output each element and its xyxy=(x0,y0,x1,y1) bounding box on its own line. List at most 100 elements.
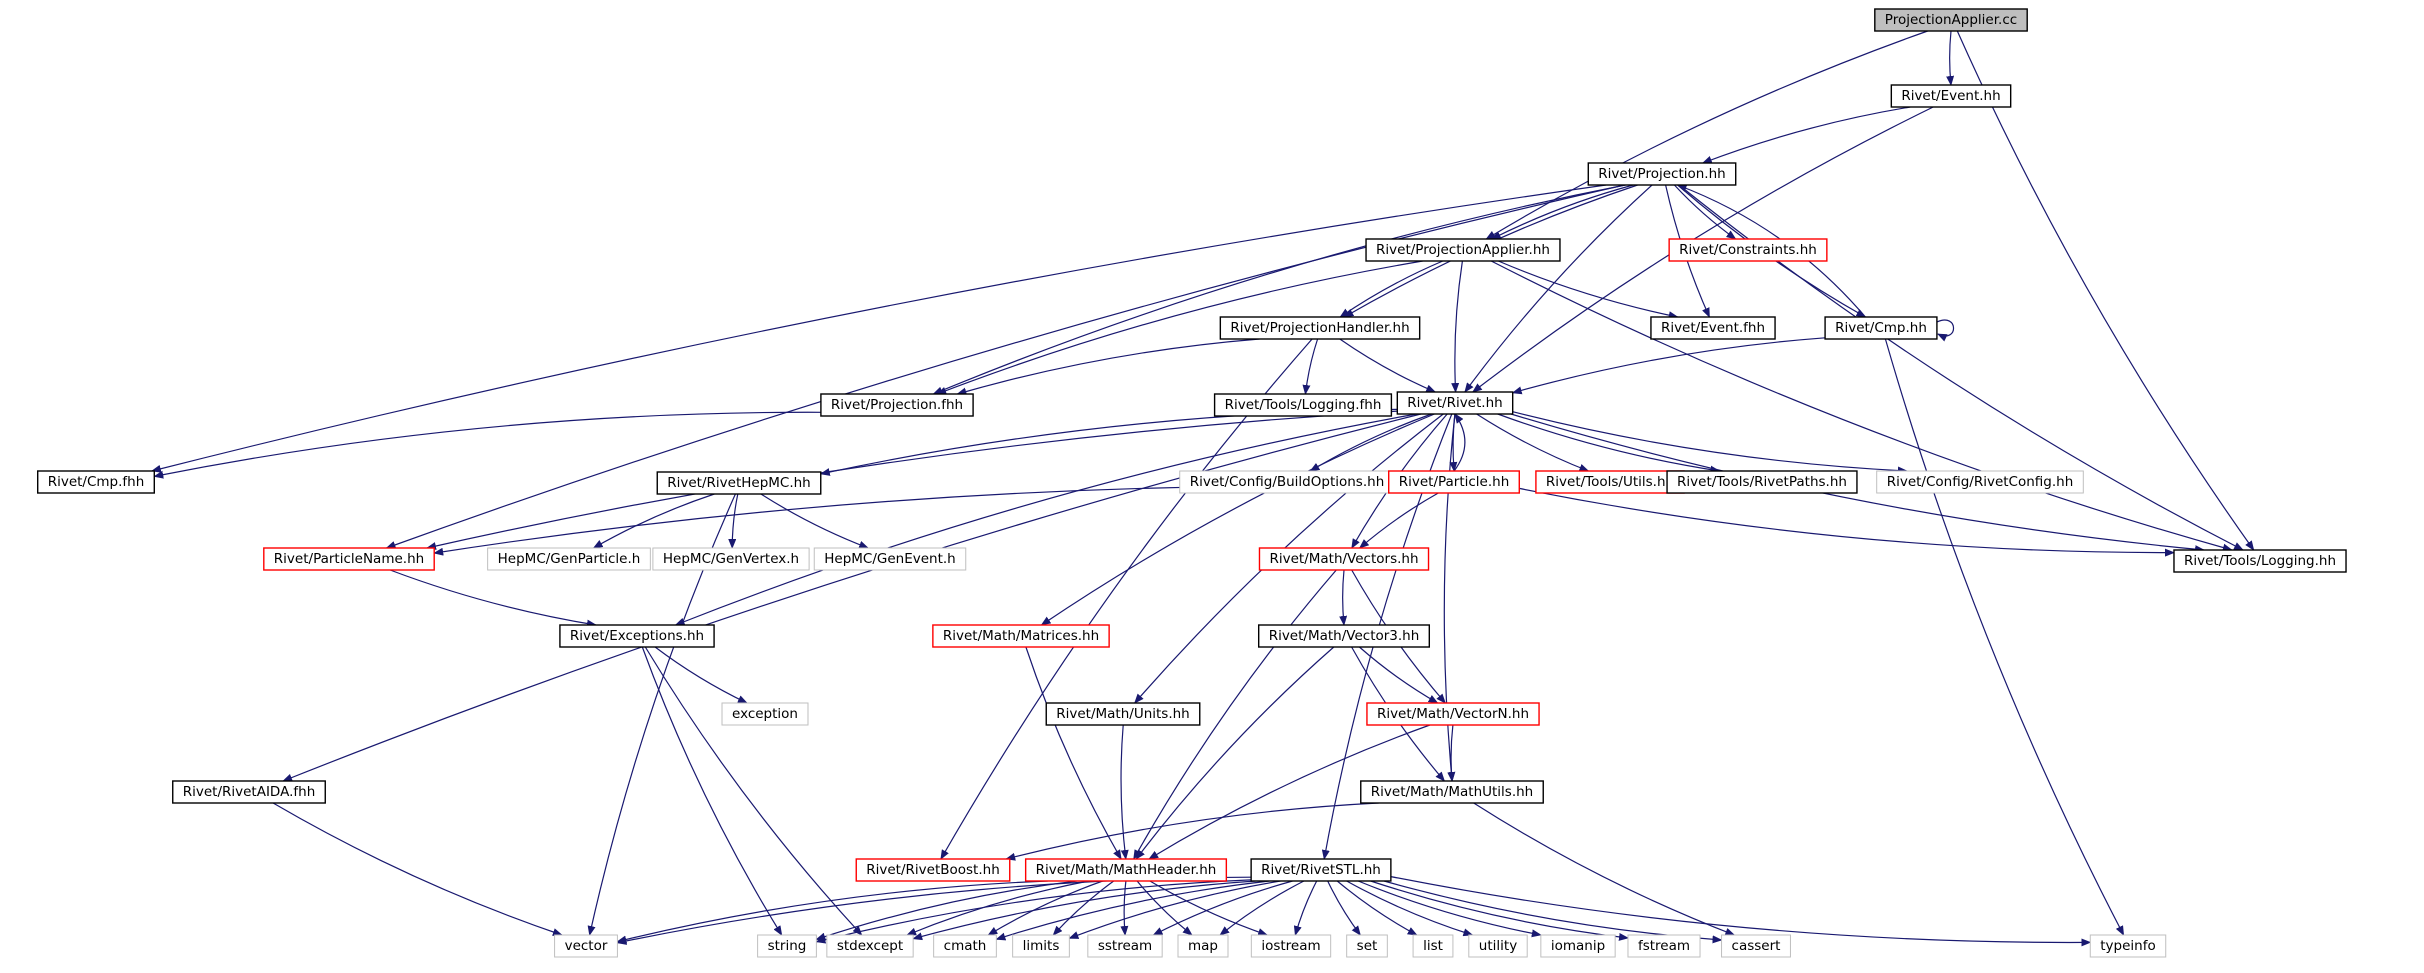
edge-projection-hh-to-particlename-hh xyxy=(385,184,1625,549)
graph-node-rivetboost-hh[interactable]: Rivet/RivetBoost.hh xyxy=(855,858,1011,882)
edge-rivetaida-fhh-to-vector xyxy=(272,802,563,936)
node-label: Rivet/Tools/Logging.fhh xyxy=(1225,397,1382,413)
edge-vectors-hh-to-mathheader-hh xyxy=(1133,569,1337,860)
node-label: typeinfo xyxy=(2100,938,2155,954)
edge-rivetstl-hh-to-map xyxy=(1219,880,1305,936)
node-label: Rivet/Projection.hh xyxy=(1598,166,1725,182)
graph-node-projapplier-hh[interactable]: Rivet/ProjectionApplier.hh xyxy=(1365,238,1561,262)
graph-node-rivetconfig-hh[interactable]: Rivet/Config/RivetConfig.hh xyxy=(1876,470,2084,494)
graph-node-cassert[interactable]: cassert xyxy=(1721,934,1791,958)
graph-node-list[interactable]: list xyxy=(1412,934,1454,958)
edge-projhandler-hh-to-rivetboost-hh xyxy=(940,338,1313,860)
node-label: Rivet/Rivet.hh xyxy=(1407,395,1502,411)
node-label: Rivet/ProjectionHandler.hh xyxy=(1230,320,1409,336)
graph-node-vector3-hh[interactable]: Rivet/Math/Vector3.hh xyxy=(1257,624,1431,648)
graph-node-cmp-fhh[interactable]: Rivet/Cmp.fhh xyxy=(37,470,155,494)
graph-node-particlename-hh[interactable]: Rivet/ParticleName.hh xyxy=(263,547,435,571)
node-box xyxy=(933,934,997,958)
graph-node-map[interactable]: map xyxy=(1177,934,1229,958)
graph-node-genevent-h[interactable]: HepMC/GenEvent.h xyxy=(813,547,967,571)
graph-node-root[interactable]: ProjectionApplier.cc xyxy=(1874,8,2028,32)
edge-event-hh-to-projection-hh xyxy=(1701,106,1911,164)
graph-node-exception[interactable]: exception xyxy=(721,702,809,726)
graph-node-vector[interactable]: vector xyxy=(554,934,618,958)
node-box xyxy=(1650,316,1776,340)
node-label: Rivet/Config/RivetConfig.hh xyxy=(1887,474,2074,490)
edge-rivet-hh-to-exceptions-hh xyxy=(674,413,1417,626)
node-box xyxy=(1627,934,1701,958)
graph-node-exceptions-hh[interactable]: Rivet/Exceptions.hh xyxy=(559,624,715,648)
graph-node-rivethepmc-hh[interactable]: Rivet/RivetHepMC.hh xyxy=(656,471,822,495)
graph-node-rivetpaths-hh[interactable]: Rivet/Tools/RivetPaths.hh xyxy=(1666,470,1858,494)
edge-projection-hh-to-cmp-fhh xyxy=(150,184,1607,473)
graph-node-event-fhh[interactable]: Rivet/Event.fhh xyxy=(1650,316,1776,340)
node-box xyxy=(1666,470,1858,494)
node-box xyxy=(1366,702,1540,726)
node-label: HepMC/GenEvent.h xyxy=(824,551,956,567)
graph-node-vectorn-hh[interactable]: Rivet/Math/VectorN.hh xyxy=(1366,702,1540,726)
edge-exceptions-hh-to-exception xyxy=(654,646,748,704)
graph-node-mathutils-hh[interactable]: Rivet/Math/MathUtils.hh xyxy=(1360,780,1544,804)
edge-particle-hh-to-vectors-hh xyxy=(1358,492,1439,549)
graph-node-stdexcept[interactable]: stdexcept xyxy=(826,934,914,958)
graph-node-iostream[interactable]: iostream xyxy=(1250,934,1332,958)
graph-node-utility[interactable]: utility xyxy=(1468,934,1528,958)
graph-node-fstream[interactable]: fstream xyxy=(1627,934,1701,958)
graph-node-vectors-hh[interactable]: Rivet/Math/Vectors.hh xyxy=(1258,547,1430,571)
graph-node-set[interactable]: set xyxy=(1346,934,1388,958)
node-label: Rivet/Particle.hh xyxy=(1399,474,1510,490)
graph-node-rivet-hh[interactable]: Rivet/Rivet.hh xyxy=(1396,391,1514,415)
graph-node-rivetstl-hh[interactable]: Rivet/RivetSTL.hh xyxy=(1250,858,1392,882)
graph-node-iomanip[interactable]: iomanip xyxy=(1540,934,1616,958)
node-label: sstream xyxy=(1098,938,1152,954)
node-box xyxy=(932,624,1110,648)
node-box xyxy=(37,470,155,494)
edge-matrices-hh-to-mathheader-hh xyxy=(1025,646,1122,860)
graph-node-event-hh[interactable]: Rivet/Event.hh xyxy=(1890,84,2012,108)
graph-node-projhandler-hh[interactable]: Rivet/ProjectionHandler.hh xyxy=(1219,316,1421,340)
node-label: cmath xyxy=(944,938,987,954)
node-label: HepMC/GenParticle.h xyxy=(498,551,641,567)
edge-rivetstl-hh-to-set xyxy=(1327,880,1361,936)
graph-node-particle-hh[interactable]: Rivet/Particle.hh xyxy=(1388,470,1520,494)
node-label: Rivet/Tools/Logging.hh xyxy=(2184,553,2336,569)
graph-node-toolslogging-fhh[interactable]: Rivet/Tools/Logging.fhh xyxy=(1213,393,1393,417)
edge-mathheader-hh-to-stdexcept xyxy=(906,880,1090,936)
graph-node-projection-fhh[interactable]: Rivet/Projection.fhh xyxy=(820,393,974,417)
graph-node-sstream[interactable]: sstream xyxy=(1087,934,1163,958)
node-box xyxy=(1012,934,1070,958)
graph-node-constraints-hh[interactable]: Rivet/Constraints.hh xyxy=(1668,238,1828,262)
edge-projection-hh-to-constraints-hh xyxy=(1673,184,1737,240)
edge-rivetstl-hh-to-stdexcept xyxy=(912,880,1256,941)
edge-rivet-hh-to-toolslogging-hh xyxy=(1510,413,2205,554)
graph-node-matrices-hh[interactable]: Rivet/Math/Matrices.hh xyxy=(932,624,1110,648)
node-label: iomanip xyxy=(1551,938,1605,954)
graph-node-projection-hh[interactable]: Rivet/Projection.hh xyxy=(1587,162,1737,186)
node-label: Rivet/Math/VectorN.hh xyxy=(1377,706,1529,722)
edge-rivet-hh-to-toolsutils-hh xyxy=(1476,413,1590,472)
graph-node-buildoptions-hh[interactable]: Rivet/Config/BuildOptions.hh xyxy=(1179,470,1395,494)
node-box xyxy=(1540,934,1616,958)
node-box xyxy=(855,858,1011,882)
edge-root-to-event-hh xyxy=(1946,30,1955,86)
graph-node-units-hh[interactable]: Rivet/Math/Units.hh xyxy=(1045,702,1201,726)
graph-node-typeinfo[interactable]: typeinfo xyxy=(2089,934,2167,958)
graph-node-genvertex-h[interactable]: HepMC/GenVertex.h xyxy=(652,547,810,571)
node-box xyxy=(1388,470,1520,494)
graph-node-genparticle-h[interactable]: HepMC/GenParticle.h xyxy=(487,547,651,571)
graph-node-rivetaida-fhh[interactable]: Rivet/RivetAIDA.fhh xyxy=(172,780,326,804)
graph-node-string[interactable]: string xyxy=(757,934,817,958)
edge-mathutils-hh-to-rivetboost-hh xyxy=(1005,802,1379,861)
node-box xyxy=(2089,934,2167,958)
graph-node-cmp-hh[interactable]: Rivet/Cmp.hh xyxy=(1824,316,1938,340)
edge-projhandler-hh-to-rivet-hh xyxy=(1339,338,1437,393)
graph-node-cmath[interactable]: cmath xyxy=(933,934,997,958)
node-box xyxy=(1045,702,1201,726)
node-label: Rivet/Math/MathUtils.hh xyxy=(1371,784,1533,800)
graph-node-toolslogging-hh[interactable]: Rivet/Tools/Logging.hh xyxy=(2173,549,2347,573)
node-label: Rivet/Math/Matrices.hh xyxy=(943,628,1099,644)
edge-projection-hh-to-projection-fhh xyxy=(932,184,1626,395)
graph-node-toolsutils-hh[interactable]: Rivet/Tools/Utils.hh xyxy=(1535,470,1685,494)
graph-node-limits[interactable]: limits xyxy=(1012,934,1070,958)
graph-node-mathheader-hh[interactable]: Rivet/Math/MathHeader.hh xyxy=(1024,858,1228,882)
